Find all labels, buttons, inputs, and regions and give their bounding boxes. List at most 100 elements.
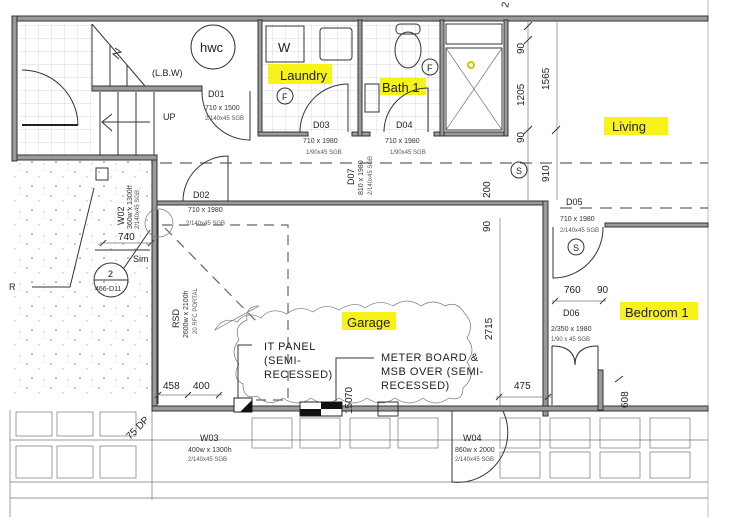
d01-size: 710 x 1500 [205,105,240,112]
entry-door-swing [21,69,79,126]
toilet-cistern [395,23,421,35]
rsd-id: RSD [171,308,181,328]
dim-90-bed: 90 [597,285,609,296]
d01-swing [201,90,251,141]
rsd-spec: 20 RFC PORTAL [193,288,199,334]
d05-spec: 2/140x45 SGB [560,228,599,234]
dim-760: 760 [564,285,581,296]
d03-id: D03 [313,120,330,130]
d02-spec: 2/140x45 SGB [186,221,225,227]
dim-90-mid: 90 [516,131,527,143]
w04-spec: 2/140x45 SGB [455,457,494,463]
bath1-highlight [380,78,426,95]
d04-swing [383,87,429,133]
dim-2715: 2715 [484,317,495,340]
w04-id: W04 [463,433,482,443]
d06-size: 2/350 x 1980 [551,326,592,333]
d05-swing [552,226,604,279]
hwc-label: hwc [200,40,224,55]
d03-spec: 1/90x45 SGB [306,150,342,156]
floor-waste-icon [421,58,439,76]
w03-spec: 2/140x45 SGB [188,457,227,463]
laundry-tub [319,27,353,61]
floor-waste-label-bath: F [427,63,433,73]
d01-spec: 2/140x45 SGB [205,116,244,122]
it-panel-dashed [162,224,289,401]
room-living: Living [612,119,646,134]
stair-up-label: UP [163,112,176,122]
vanity [364,83,380,113]
smoke-alarm-icon [567,238,585,256]
room-bath1: Bath 1 [382,80,420,95]
bedroom1-highlight [620,302,698,320]
dim-75dp: 75 DP [124,414,152,442]
d06-spec: 1/90 x 45 SGB [551,337,590,343]
d03-swing [299,83,349,133]
d05-id: D05 [566,197,583,207]
d01-id: D01 [208,89,225,99]
entry-tiles [20,24,94,156]
pavers [9,410,708,517]
w03-id: W03 [200,433,219,443]
d02-size: 710 x 1980 [188,207,223,214]
washer [265,25,305,63]
revision-cloud [214,300,473,404]
concrete-slab [14,160,154,400]
d04-size: 710 x 1980 [385,138,420,145]
dim-910: 910 [541,165,552,182]
shower [445,47,503,131]
rsd-size: 2600w x 2100h [183,290,190,338]
dim-200: 200 [482,181,493,198]
meter-board-leader [335,357,374,401]
d07-spec: 2/140x45 SGB [368,156,374,195]
room-bedroom1: Bedroom 1 [625,305,689,320]
dim-1205: 1205 [516,83,527,106]
section-number: 2 [108,269,113,279]
dim-475: 475 [514,381,531,392]
r-label: R [9,282,16,292]
staircase [91,23,155,155]
d07-size: 810 x 1980 [358,160,365,195]
room-laundry: Laundry [280,68,327,83]
w02-spec: 2/140x45 SGB [135,190,141,229]
d06-id: D06 [563,308,580,318]
dim-90-garage: 90 [482,220,493,232]
smoke-alarm-label: S [516,166,522,176]
living-highlight [604,117,668,135]
shower-shelf [445,23,503,45]
dim-458: 458 [163,381,180,392]
lbw-label: (L.B.W) [152,68,183,78]
dim-1565: 1565 [541,67,552,90]
w02-label: W02 360w x 1300h 2/140x45 SGB [116,185,141,229]
sim-label: Sim [133,254,149,264]
w03-size: 400w x 1300h [188,447,232,454]
meter-note-1: METER BOARD & [381,352,479,364]
shower-head-icon [467,61,475,69]
d04-id: D04 [396,120,413,130]
floor-waste-icon [276,87,294,105]
dim-2-top: 2 [500,1,512,9]
meter-box [377,401,399,417]
dim-608: 608 [620,391,631,408]
walls [11,15,709,417]
it-panel-leader [237,344,252,400]
meter-note-3: RECESSED) [381,380,450,392]
downpipe-pit [95,167,109,181]
floor-waste-label: F [282,92,288,102]
w02-size: 360w x 1300h [127,185,134,229]
w04-swing [451,410,509,483]
d07-id: D07 [346,168,356,185]
w02-id: W02 [116,206,126,225]
dim-400: 400 [193,381,210,392]
dim-150: 150 [344,397,355,414]
it-panel-note-2: (SEMI- [264,355,301,367]
rsd-label: RSD 2600w x 2100h 20 RFC PORTAL [171,288,199,338]
laundry-highlight [268,64,332,84]
smoke-alarm-label-2: S [573,243,579,253]
d02-swing [182,155,229,202]
d06-robe-doors [551,345,599,410]
dim-90-top: 90 [516,42,527,54]
toilet [394,31,422,69]
room-garage: Garage [347,315,390,330]
